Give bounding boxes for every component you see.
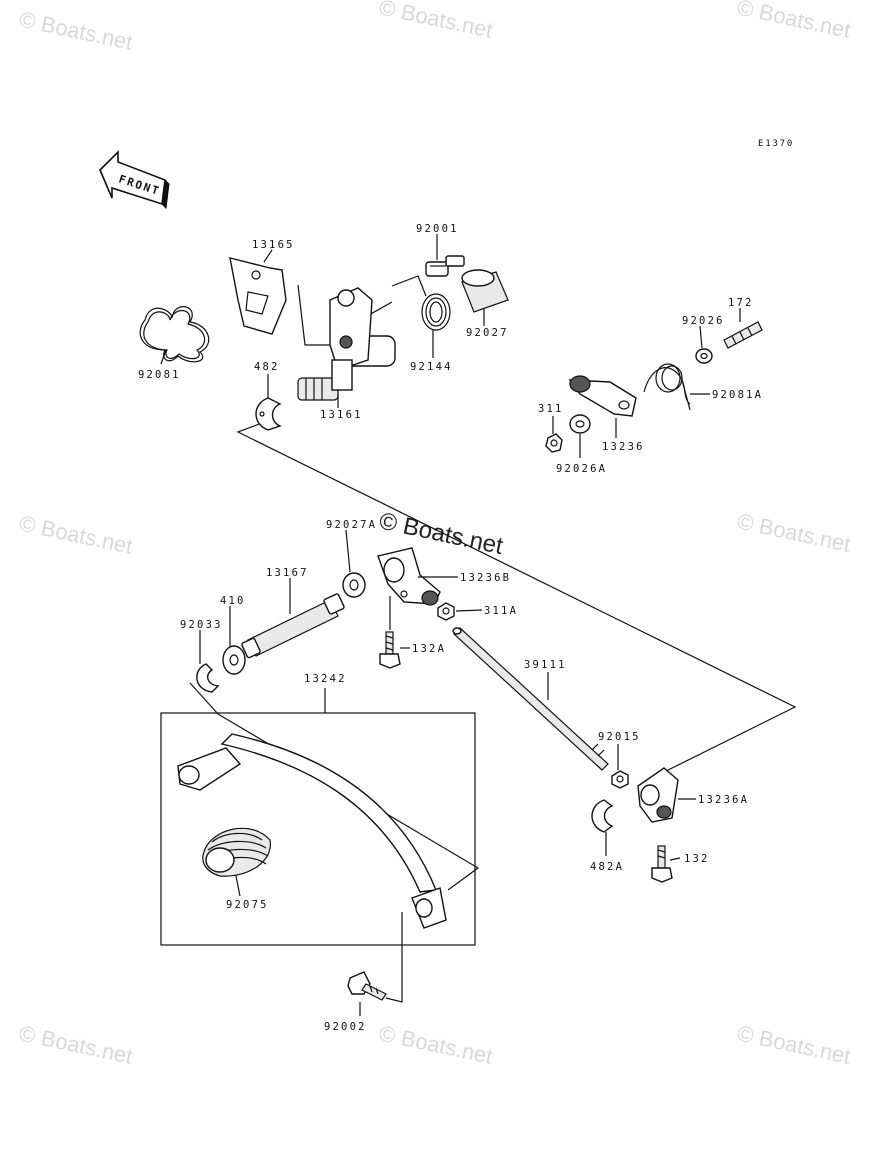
plate-13165: [229, 257, 287, 335]
label-92075: 92075: [226, 899, 269, 911]
watermark: © Boats.net: [735, 1020, 853, 1068]
watermark: © Boats.net: [17, 510, 135, 558]
collar-92027: [461, 269, 509, 313]
leader-lines: [160, 234, 741, 1016]
washer-92026: [695, 348, 713, 364]
label-92027: 92027: [466, 327, 509, 339]
watermark: © Boats.net: [735, 0, 853, 43]
spring-92081: [139, 306, 210, 363]
bolt-132: [651, 845, 673, 883]
circlip-482A: [591, 799, 614, 833]
part-labels: 13165 92001 92081 482 13161 92144 92027 …: [138, 223, 763, 1033]
circlip-92033: [196, 663, 220, 693]
front-arrow-icon: FRONT: [99, 150, 170, 210]
label-92081: 92081: [138, 369, 181, 381]
nut-311: [545, 433, 563, 453]
label-13165: 13165: [252, 239, 295, 251]
label-132: 132: [684, 853, 710, 865]
bolt-132A: [379, 631, 401, 669]
rod-39111: [452, 627, 609, 771]
label-92002: 92002: [324, 1021, 367, 1033]
washer-92027A: [342, 572, 366, 598]
label-92081A: 92081A: [712, 389, 763, 401]
nut-311A: [437, 602, 455, 621]
watermark: © Boats.net: [17, 1020, 135, 1068]
circlip-482: [255, 397, 283, 431]
label-92033: 92033: [180, 619, 223, 631]
label-92026: 92026: [682, 315, 725, 327]
watermark: © Boats.net: [377, 0, 495, 43]
lever-13236B: [377, 547, 441, 606]
bolt-92002: [347, 971, 387, 1001]
label-92144: 92144: [410, 361, 453, 373]
label-92001: 92001: [416, 223, 459, 235]
nut-92015: [611, 770, 629, 789]
shaft-13161: [297, 287, 396, 401]
label-92027A: 92027A: [326, 519, 377, 531]
rubber-92075: [202, 827, 271, 877]
label-92015: 92015: [598, 731, 641, 743]
shaft-13167: [241, 593, 345, 659]
watermark: © Boats.net: [735, 508, 853, 556]
washer-410: [222, 645, 246, 675]
pin-92001: [425, 255, 465, 277]
label-39111: 39111: [524, 659, 567, 671]
label-13242: 13242: [304, 673, 347, 685]
label-410: 410: [220, 595, 246, 607]
watermark: © Boats.net: [17, 6, 135, 54]
label-482: 482: [254, 361, 280, 373]
label-13236: 13236: [602, 441, 645, 453]
pedal-13242: [177, 733, 447, 929]
diagram-code: E1370: [758, 139, 794, 149]
spring-92081A: [643, 363, 691, 411]
bolt-172: [723, 321, 763, 349]
label-13167: 13167: [266, 567, 309, 579]
pedal-assembly-box: [160, 688, 476, 946]
label-311: 311: [538, 403, 564, 415]
lever-13236: [568, 375, 637, 417]
label-13236B: 13236B: [460, 572, 511, 584]
label-13161: 13161: [320, 409, 363, 421]
label-13236A: 13236A: [698, 794, 749, 806]
spring-92144: [391, 275, 451, 331]
label-92026A: 92026A: [556, 463, 607, 475]
lever-13236A: [637, 767, 679, 823]
label-132A: 132A: [412, 643, 446, 655]
washer-92026A: [569, 414, 591, 434]
watermark: © Boats.net: [377, 1020, 495, 1068]
label-482A: 482A: [590, 861, 624, 873]
label-172: 172: [728, 297, 754, 309]
connection-lines: [189, 284, 797, 891]
label-311A: 311A: [484, 605, 518, 617]
